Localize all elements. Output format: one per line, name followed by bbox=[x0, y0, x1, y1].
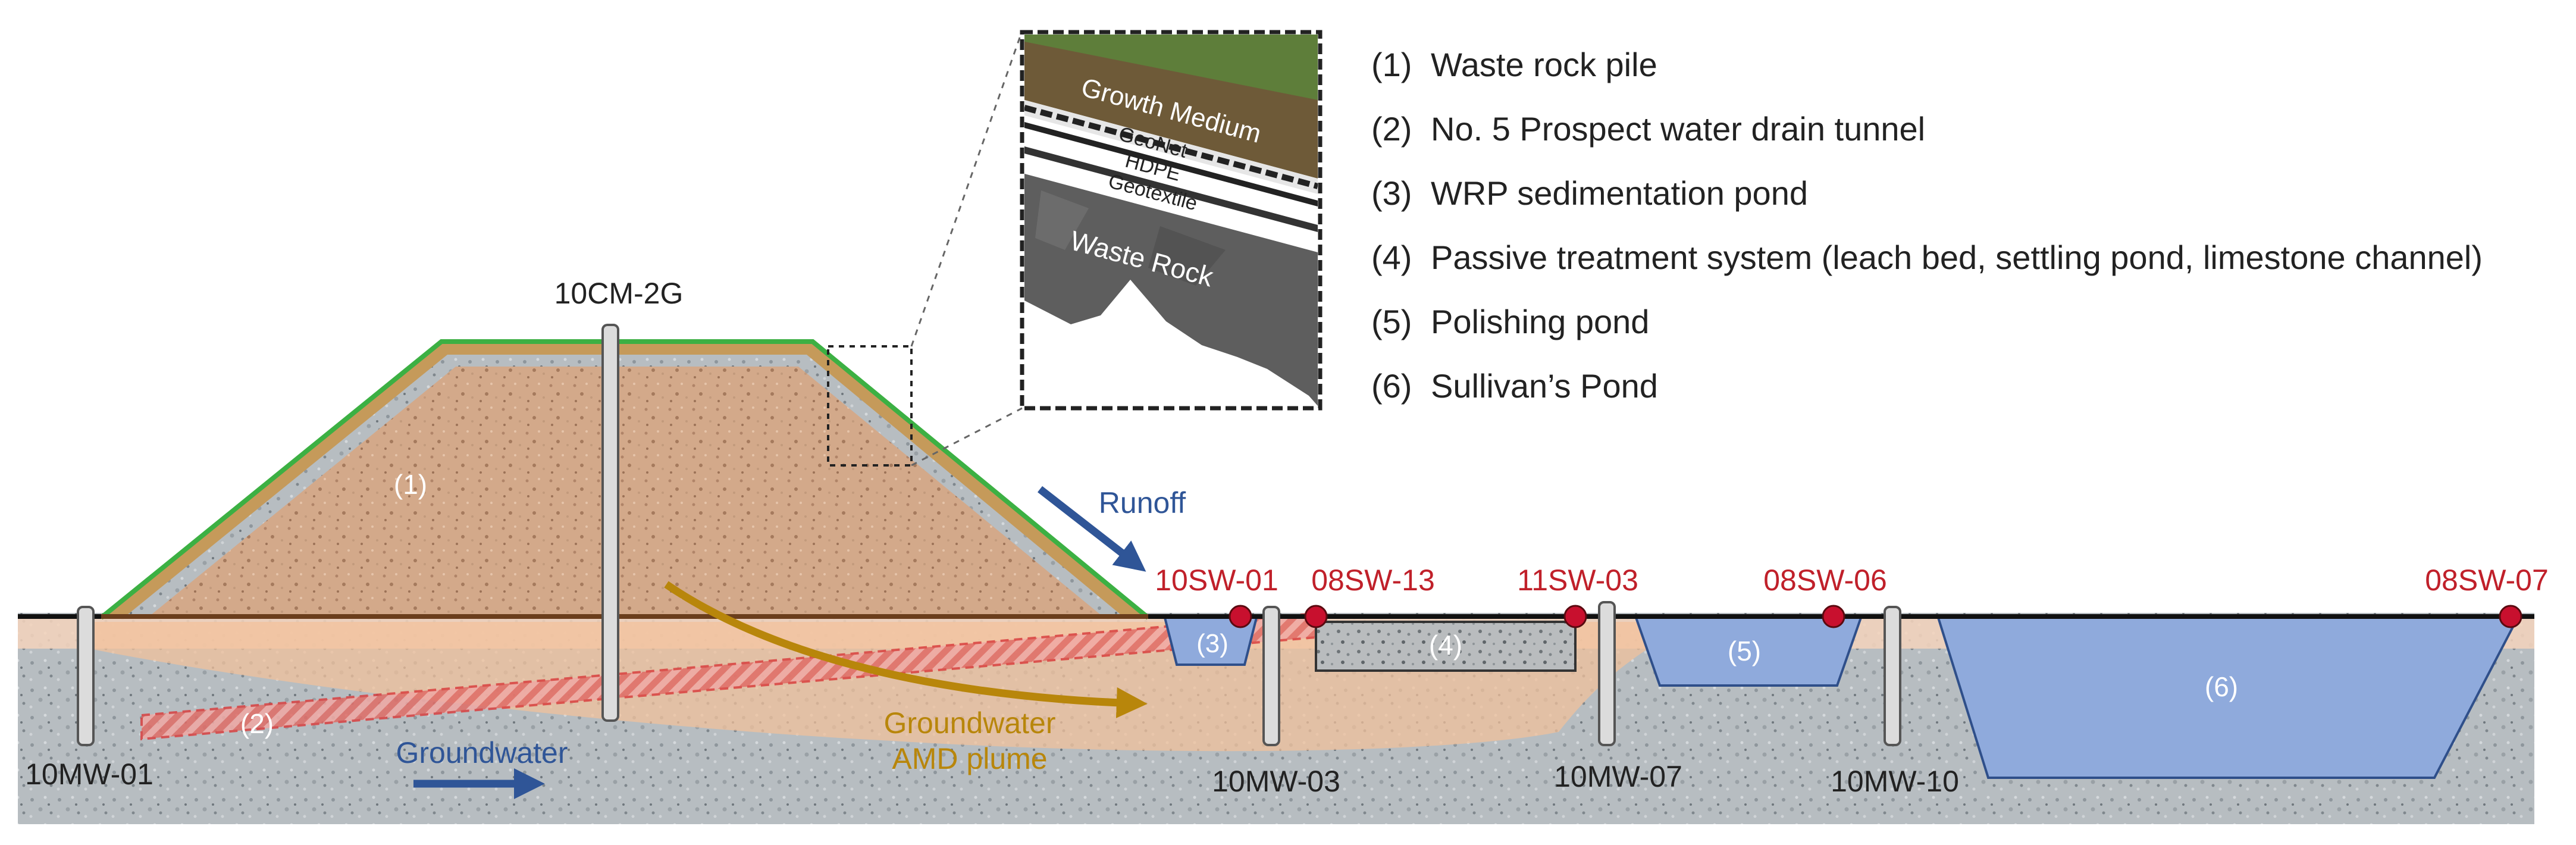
inset-geotextile-band bbox=[1024, 146, 1318, 232]
pile-waste-rock bbox=[148, 367, 1104, 618]
legend-item-5: (5)Polishing pond bbox=[1371, 303, 1650, 340]
amd-plume bbox=[89, 622, 1696, 752]
label-sedimentation-pond: (3) bbox=[1196, 629, 1229, 658]
inset-hdpe-band bbox=[1024, 122, 1318, 206]
sw-marker-11sw-03 bbox=[1563, 605, 1587, 628]
sw-label-08sw-13: 08SW-13 bbox=[1311, 564, 1435, 597]
plume-arrow bbox=[664, 581, 1148, 718]
liner-detail-inset bbox=[1024, 35, 1318, 406]
sw-marker-08sw-06 bbox=[1822, 605, 1845, 628]
sw-label-10sw-01: 10SW-01 bbox=[1155, 564, 1278, 597]
plume-label-line2: AMD plume bbox=[892, 742, 1047, 775]
well-label-10mw-07: 10MW-07 bbox=[1554, 760, 1682, 793]
legend-item-3: (3)WRP sedimentation pond bbox=[1371, 174, 1808, 212]
well-10mw-01 bbox=[77, 606, 95, 746]
sw-label-08sw-07: 08SW-07 bbox=[2425, 564, 2549, 597]
groundwater-label: Groundwater bbox=[396, 736, 568, 769]
legend: (1)Waste rock pile (2)No. 5 Prospect wat… bbox=[1371, 33, 2483, 418]
label-treatment-system: (4) bbox=[1429, 630, 1462, 661]
plume-label-line1: Groundwater bbox=[883, 706, 1055, 740]
label-polishing-pond: (5) bbox=[1728, 636, 1761, 666]
label-sullivans-pond: (6) bbox=[2205, 671, 2238, 702]
legend-item-4: (4)Passive treatment system (leach bed, … bbox=[1371, 239, 2483, 276]
legend-item-2: (2)No. 5 Prospect water drain tunnel bbox=[1371, 110, 1926, 148]
runoff-arrow bbox=[1038, 486, 1146, 572]
legend-item-6: (6)Sullivan’s Pond bbox=[1371, 367, 1658, 405]
sw-marker-10sw-01 bbox=[1229, 605, 1252, 628]
well-label-10mw-01: 10MW-01 bbox=[25, 758, 153, 791]
label-waste-rock-pile: (1) bbox=[394, 469, 427, 500]
well-10mw-03 bbox=[1262, 606, 1280, 746]
inset-frame bbox=[1020, 30, 1323, 411]
sw-label-11sw-03: 11SW-03 bbox=[1517, 564, 1638, 597]
well-label-10mw-10: 10MW-10 bbox=[1831, 765, 1959, 798]
inset-source-box bbox=[827, 345, 913, 467]
label-drain-tunnel: (2) bbox=[240, 708, 274, 739]
sw-marker-08sw-13 bbox=[1304, 605, 1328, 628]
sw-label-08sw-06: 08SW-06 bbox=[1763, 564, 1887, 597]
well-10mw-10 bbox=[1884, 606, 1901, 746]
inset-waste-rock bbox=[1024, 174, 1318, 406]
drain-tunnel bbox=[140, 612, 1317, 741]
inset-connector-top bbox=[910, 30, 1023, 347]
well-10cm-2g bbox=[601, 324, 619, 722]
inset-growth-medium bbox=[1024, 42, 1318, 179]
inset-connector-bottom bbox=[911, 407, 1023, 467]
well-10mw-07 bbox=[1598, 601, 1616, 746]
well-label-10mw-03: 10MW-03 bbox=[1212, 765, 1340, 798]
legend-item-1: (1)Waste rock pile bbox=[1371, 46, 1657, 83]
runoff-label: Runoff bbox=[1099, 486, 1186, 519]
well-label-10cm-2g: 10CM-2G bbox=[554, 277, 684, 310]
treatment-cell bbox=[1315, 621, 1577, 672]
sw-marker-08sw-07 bbox=[2499, 605, 2522, 628]
pile-green-liner bbox=[99, 339, 1150, 620]
